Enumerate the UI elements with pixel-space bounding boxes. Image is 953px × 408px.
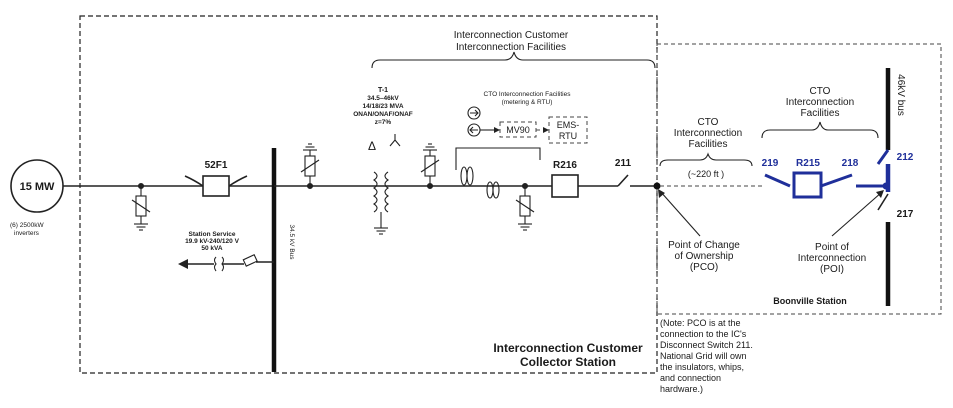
note-line-1: (Note: PCO is at the — [660, 318, 741, 328]
switch-217 — [877, 193, 889, 211]
surge-arrester-2 — [300, 143, 320, 190]
breaker-52f1 — [184, 175, 248, 197]
switch-212-label: 212 — [897, 152, 914, 163]
ems-label-1: EMS- — [557, 120, 580, 130]
bus-46kv-label: 46kV bus — [895, 74, 906, 116]
metering-wiring — [455, 147, 541, 170]
cto-right-label-3: Facilities — [801, 108, 840, 119]
switch-211 — [617, 174, 629, 187]
station-service-fuse — [242, 254, 258, 267]
pco-arrow-icon — [658, 189, 665, 198]
boonville-label: Boonville Station — [773, 296, 847, 306]
boonville-station-boundary — [656, 43, 942, 315]
load-arrow-icon — [178, 259, 188, 269]
breaker-52f1-label: 52F1 — [205, 160, 228, 171]
breaker-r215-label: R215 — [796, 158, 820, 169]
pco-pointer — [659, 190, 701, 237]
station-service-title: Station Service — [189, 231, 236, 238]
note-line-7: hardware.) — [660, 384, 703, 394]
pco-point — [653, 182, 661, 190]
current-transformer-icon — [460, 166, 474, 186]
switch-219 — [764, 173, 791, 188]
wye-symbol — [389, 134, 401, 147]
meter-link-arrow — [494, 127, 500, 133]
ic-facilities-label-2: Interconnection Facilities — [456, 42, 566, 53]
distance-label: (~220 ft ) — [688, 169, 724, 179]
note-line-2: connection to the IC's — [660, 329, 747, 339]
station-service-voltage: 19.9 kV-240/120 V — [185, 238, 240, 245]
switch-218 — [820, 173, 853, 188]
collector-station-boundary — [79, 15, 658, 374]
transformer-impedance: z=7% — [375, 119, 392, 126]
breaker-r216-label: R216 — [553, 160, 577, 171]
poi-label-2: Interconnection — [798, 253, 866, 264]
transformer-voltage: 34.5–46kV — [367, 95, 399, 102]
cto-metering-title: CTO Interconnection Facilities — [484, 91, 572, 98]
ic-facilities-bracket — [371, 51, 656, 69]
poi-arrow-icon — [876, 190, 884, 198]
note-line-3: Disconnect Switch 211. — [660, 340, 753, 350]
surge-arrester-3 — [420, 143, 440, 190]
cto-right-bracket — [761, 121, 879, 139]
inverters-label-2: inverters — [14, 230, 40, 237]
ems-arrow — [543, 127, 549, 133]
ems-rtu-box — [548, 116, 588, 144]
collector-label-1: Interconnection Customer — [493, 341, 643, 355]
cto-right-label-1: CTO — [810, 86, 831, 97]
station-service-transformer — [213, 256, 225, 272]
transformer-rating: 14/18/23 MVA — [362, 103, 403, 110]
switch-212 — [876, 149, 890, 165]
pco-label-2: of Ownership — [675, 251, 734, 262]
switch-219-label: 219 — [762, 158, 779, 169]
pco-label-1: Point of Change — [668, 240, 740, 251]
cto-right-label-2: Interconnection — [786, 97, 854, 108]
mv90-label: MV90 — [506, 125, 530, 135]
meter-icon-1 — [467, 106, 481, 120]
poi-label-3: (POI) — [820, 264, 844, 275]
switch-218-label: 218 — [842, 158, 859, 169]
transformer-name: T-1 — [378, 87, 388, 94]
surge-arrester-1 — [131, 182, 151, 231]
transformer-t1 — [373, 171, 389, 235]
switch-217-label: 217 — [897, 209, 914, 220]
meter-arrow-2 — [469, 126, 478, 134]
surge-arrester-4 — [515, 182, 535, 231]
inverters-label-1: (6) 2500kW — [10, 222, 44, 229]
cto-mid-label-3: Facilities — [689, 139, 728, 150]
bus-34kv-label: 34.5 kV Bus — [288, 224, 295, 260]
potential-transformer-icon — [486, 181, 500, 199]
delta-symbol: Δ — [368, 139, 376, 153]
note-line-5: the insulators, whips, — [660, 362, 744, 372]
transformer-cooling: ONAN/ONAF/ONAF — [353, 111, 413, 118]
cto-mid-label-2: Interconnection — [674, 128, 742, 139]
breaker-r215 — [792, 171, 823, 199]
station-service-rating: 50 kVA — [201, 245, 223, 252]
cto-mid-label-1: CTO — [698, 117, 719, 128]
pco-label-3: (PCO) — [690, 262, 718, 273]
ems-label-2: RTU — [559, 131, 577, 141]
switch-211-label: 211 — [615, 158, 632, 169]
note-line-4: National Grid will own — [660, 351, 747, 361]
note-line-6: and connection — [660, 373, 721, 383]
cto-mid-bracket — [659, 152, 753, 167]
ic-facilities-label-1: Interconnection Customer — [454, 30, 569, 41]
breaker-r216 — [551, 174, 579, 198]
meter-arrow-1 — [470, 109, 479, 117]
collector-label-2: Collector Station — [520, 355, 616, 369]
poi-label-1: Point of — [815, 242, 849, 253]
poi-pointer — [831, 191, 883, 237]
cto-metering-subtitle: (metering & RTU) — [502, 99, 553, 106]
source-rating: 15 MW — [20, 181, 55, 193]
